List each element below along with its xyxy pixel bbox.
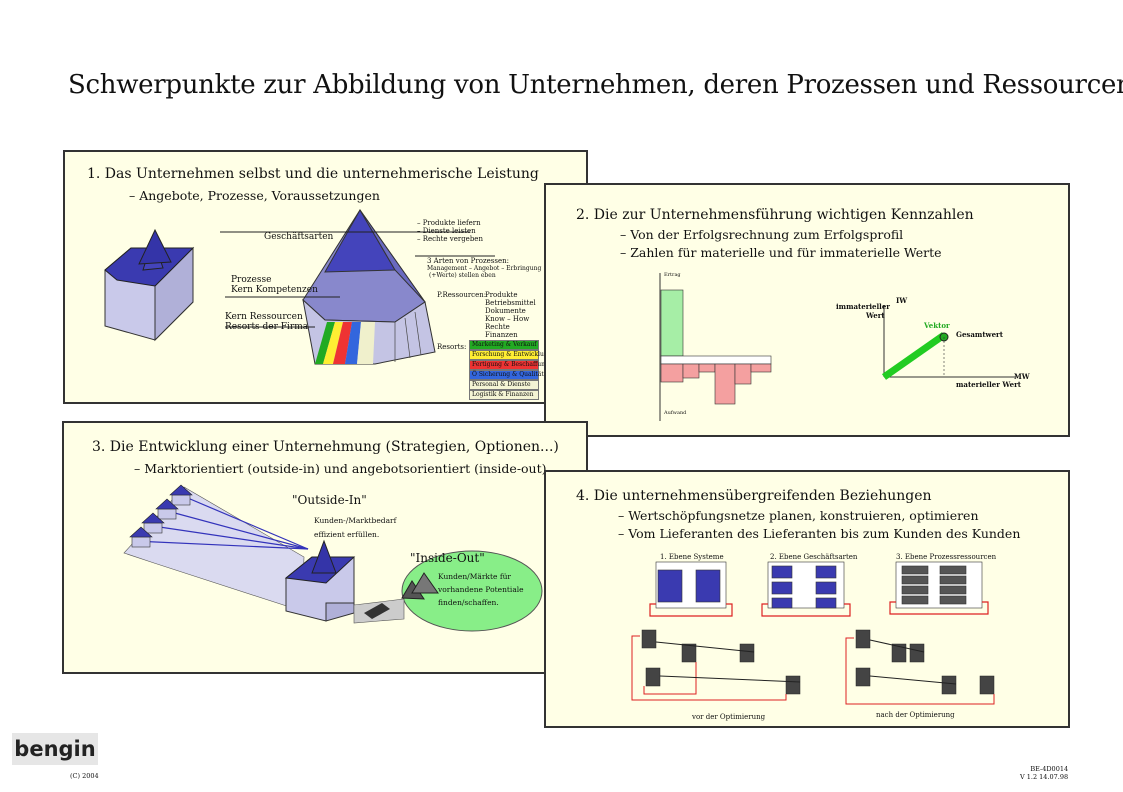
panel3-subheading: – Marktorientiert (outside-in) und angeb… — [134, 461, 547, 476]
beziehungen-diagram — [631, 561, 995, 705]
panel-kennzahlen: 2. Die zur Unternehmensführung wichtigen… — [544, 183, 1070, 437]
page-title: Schwerpunkte zur Abbildung von Unternehm… — [68, 70, 1123, 100]
label-geschaeftsarten: Geschäftsarten — [264, 232, 334, 242]
label-resorts: Resorts der Firma — [225, 322, 309, 332]
level-3-label: 3. Ebene Prozessressourcen — [896, 553, 997, 561]
panel-entwicklung: 3. Die Entwicklung einer Unternehmung (S… — [62, 421, 588, 674]
note-arten-sub2: (+Werte) stellen eben — [429, 272, 496, 279]
inside-note-3: finden/schaffen. — [438, 598, 499, 607]
level-1-label: 1. Ebene Systeme — [660, 553, 724, 561]
label-kern-kompetenzen: Kern Kompetenzen — [231, 285, 318, 295]
note-dienste: – Dienste leisten — [417, 227, 476, 235]
label-iw: IW — [896, 296, 908, 305]
panel-company: 1. Das Unternehmen selbst und die untern… — [63, 150, 588, 404]
resort-item: Ö Sicherung & Qualität — [469, 370, 544, 380]
doc-code: BE-4D0014 — [1030, 765, 1069, 773]
inside-note-2: vorhandene Potentiale — [438, 585, 524, 594]
bengin-logo: bengin — [12, 733, 98, 765]
resort-item: Forschung & Entwicklung — [469, 350, 552, 360]
panel2-sub2: – Zahlen für materielle und für immateri… — [620, 245, 942, 260]
entwicklung-diagram — [123, 484, 543, 632]
ressource-2: Dokumente — [485, 307, 526, 315]
panel-beziehungen: 4. Die unternehmensübergreifenden Bezieh… — [544, 470, 1070, 728]
resort-item: Personal & Dienste — [469, 380, 539, 390]
label-resorts-list: Resorts: — [437, 343, 467, 351]
label-materieller: materieller Wert — [956, 380, 1021, 389]
label-prozesse: Prozesse — [231, 275, 272, 285]
resort-item: Logistik & Finanzen — [469, 390, 539, 400]
label-before-optimization: vor der Optimierung — [692, 713, 766, 721]
panel1-heading: 1. Das Unternehmen selbst und die untern… — [87, 166, 539, 182]
outside-note-2: effizient erfüllen. — [314, 530, 380, 539]
label-p-ressourcen: P.Ressourcen: — [437, 291, 487, 299]
panel1-subheading: – Angebote, Prozesse, Voraussetzungen — [129, 188, 380, 203]
ressource-1: Betriebsmittel — [485, 299, 536, 307]
label-kern-ressourcen: Kern Ressourcen — [225, 312, 303, 322]
label-after-optimization: nach der Optimierung — [876, 711, 955, 719]
ressource-5: Finanzen — [485, 331, 518, 339]
note-produkte: – Produkte liefern — [417, 219, 481, 227]
note-rechte: – Rechte vergeben — [417, 235, 483, 243]
inside-note-1: Kunden/Märkte für — [438, 572, 512, 581]
version-info: BE-4D0014 V 1.2 14.07.98 — [1020, 765, 1068, 782]
outside-note-1: Kunden-/Marktbedarf — [314, 516, 397, 525]
panel4-heading: 4. Die unternehmensübergreifenden Bezieh… — [576, 488, 932, 504]
label-wert: Wert — [866, 311, 885, 320]
label-immaterieller: immaterieller — [836, 302, 890, 311]
panel2-heading: 2. Die zur Unternehmensführung wichtigen… — [576, 207, 974, 223]
copyright: (C) 2004 — [70, 772, 99, 780]
label-ertrag: Ertrag — [664, 272, 681, 278]
label-mw: MW — [1014, 372, 1030, 381]
ressource-3: Know – How — [485, 315, 530, 323]
ressource-4: Rechte — [485, 323, 510, 331]
company-diagram — [104, 208, 495, 365]
panel4-sub2: – Vom Lieferanten des Lieferanten bis zu… — [618, 526, 1021, 541]
level-2-label: 2. Ebene Geschäftsarten — [770, 553, 858, 561]
label-gesamtwert: Gesamtwert — [956, 330, 1003, 339]
panel2-sub1: – Von der Erfolgsrechnung zum Erfolgspro… — [620, 227, 904, 242]
label-inside-out: "Inside-Out" — [410, 551, 485, 565]
resort-item: Fertigung & Beschaffung — [469, 360, 549, 370]
label-vektor: Vektor — [924, 321, 950, 330]
resort-item: Marketing & Verkauf — [469, 340, 539, 350]
ressource-0: Produkte — [485, 291, 518, 299]
note-arten: 3 Arten von Prozessen: — [427, 257, 509, 265]
doc-version: V 1.2 14.07.98 — [1020, 773, 1069, 782]
label-outside-in: "Outside-In" — [292, 493, 367, 507]
note-arten-sub: Management – Angebot – Erbringung — [427, 265, 542, 272]
kennzahlen-diagram — [659, 273, 1016, 421]
panel3-heading: 3. Die Entwicklung einer Unternehmung (S… — [92, 439, 559, 455]
label-aufwand: Aufwand — [664, 410, 687, 416]
panel4-sub1: – Wertschöpfungsnetze planen, konstruier… — [618, 508, 979, 523]
